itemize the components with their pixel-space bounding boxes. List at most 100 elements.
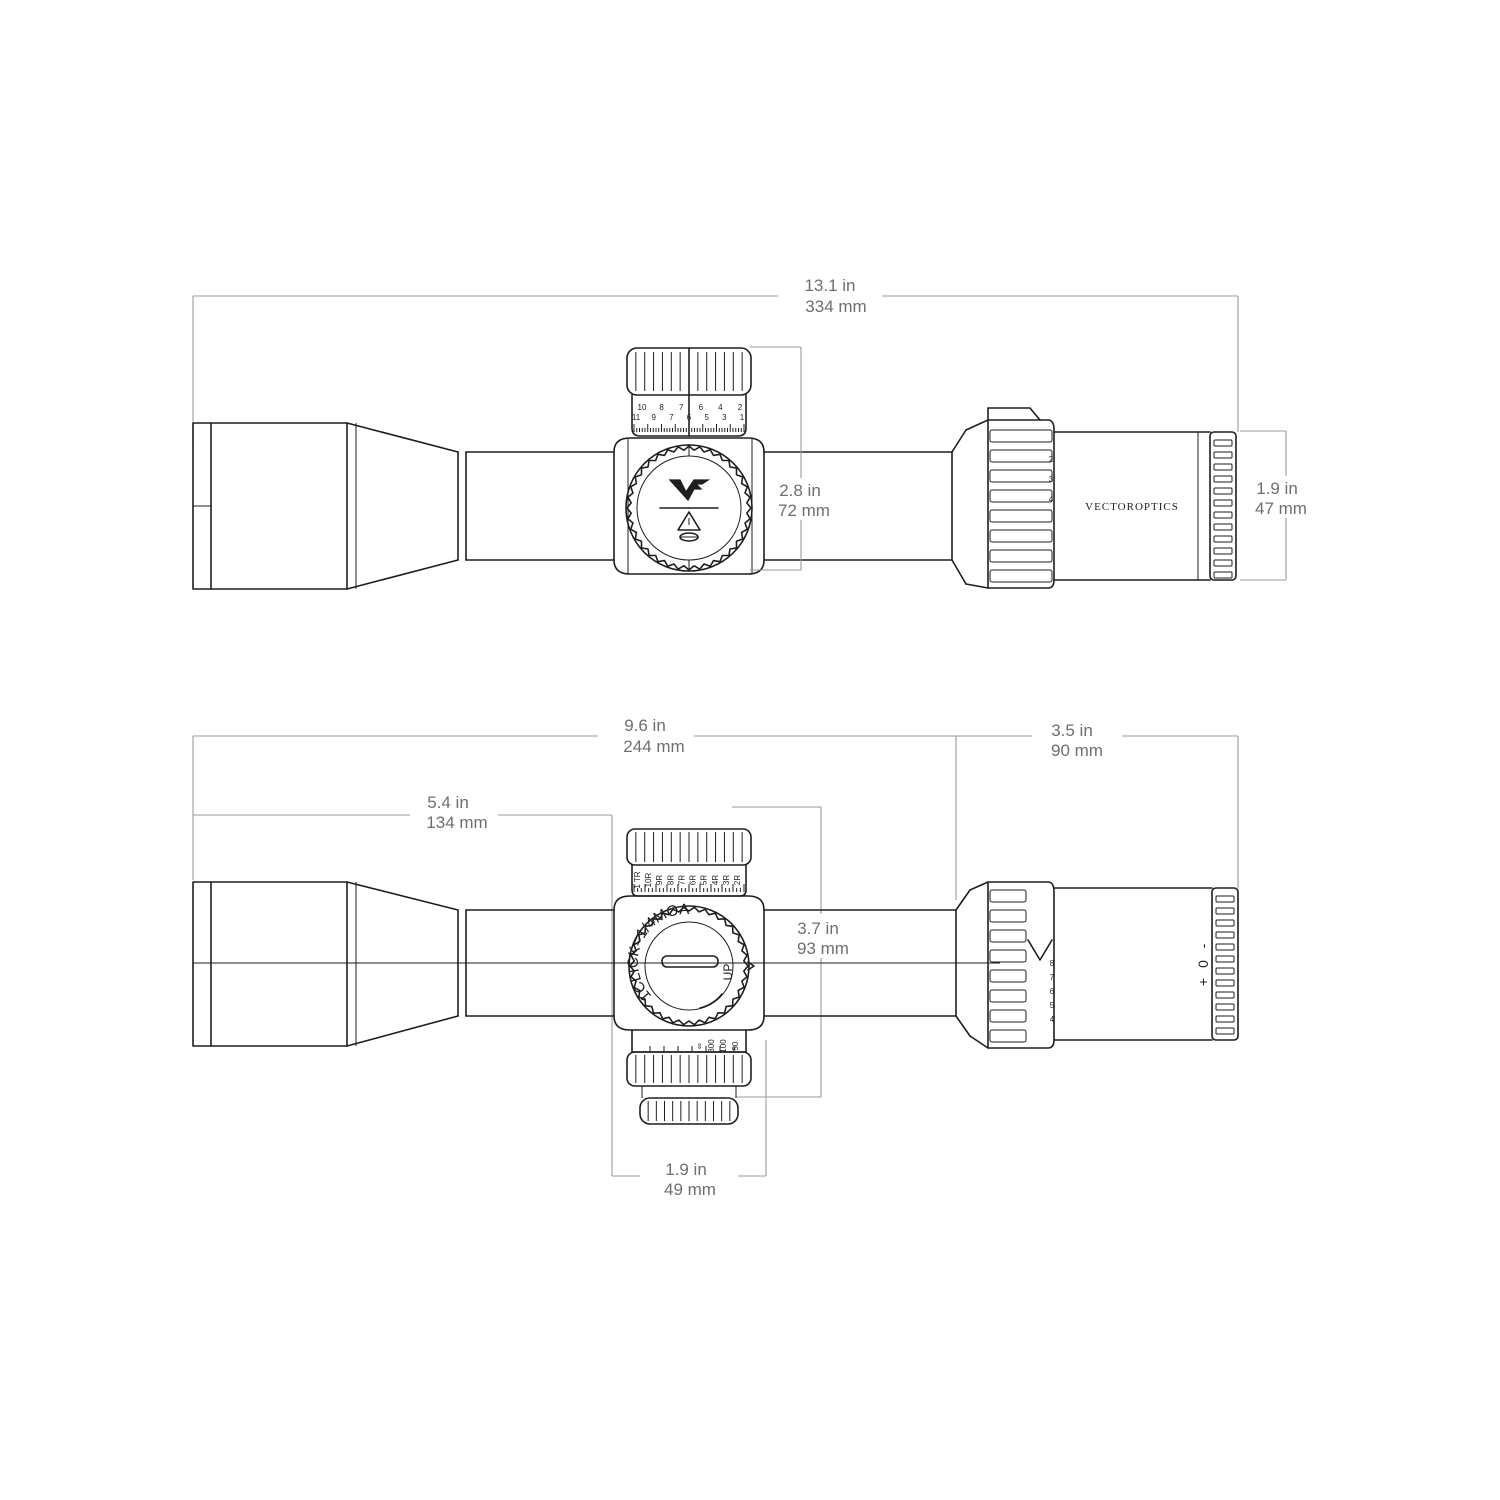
grip-ridge — [1213, 511, 1233, 519]
dim-eyepiece-length-imperial: 3.5 in — [1051, 721, 1093, 740]
grip-ridge — [1213, 547, 1233, 555]
windage-cap-face — [625, 444, 753, 572]
grip-ridge — [989, 989, 1027, 1003]
grip-ridge — [1213, 463, 1233, 471]
grip-ridge — [989, 509, 1053, 523]
grip-ridge — [1215, 943, 1235, 951]
grip-ridge — [989, 529, 1053, 543]
magnification-mark: 4 — [1050, 1015, 1055, 1024]
dim-turret-height-top-metric: 72 mm — [778, 501, 830, 520]
parallax-grip-ridges — [635, 1055, 743, 1083]
magnification-marks: 2 3 4 — [1049, 455, 1054, 504]
dim-overall-length-imperial: 13.1 in — [804, 276, 855, 295]
dim-turret-position-imperial: 5.4 in — [427, 793, 469, 812]
grip-ridge — [1215, 1027, 1235, 1035]
scale-label: 7R — [677, 875, 686, 885]
grip-ridge — [1213, 535, 1233, 543]
scale-label: 4R — [711, 875, 720, 885]
grip-ridge — [989, 889, 1027, 903]
dim-eyepiece-length-metric: 90 mm — [1051, 741, 1103, 760]
turret-scale-ticks — [633, 424, 745, 432]
objective-bell-side — [192, 881, 459, 1047]
eyepiece-top: 2 3 4 VECTOROPTICS — [965, 407, 1237, 589]
grip-ridge — [1213, 571, 1233, 579]
grip-ridge — [1215, 1003, 1235, 1011]
grip-ridge — [1213, 475, 1233, 483]
scale-label: 5 — [704, 413, 709, 422]
magnification-mark: 3 — [1049, 475, 1054, 484]
grip-ridge — [989, 949, 1027, 963]
grip-ridge — [1213, 451, 1233, 459]
dim-turret-width: 1.9 in 49 mm — [612, 1040, 767, 1199]
scale-label: 50 — [731, 1041, 740, 1050]
magnification-mark: 2 — [1049, 455, 1054, 464]
grip-ridge — [1215, 895, 1235, 903]
grip-ridge — [1215, 967, 1235, 975]
magnification-mark: 7 — [1050, 973, 1055, 982]
magnification-mark: 5 — [1050, 1001, 1055, 1010]
dim-turret-height-side-metric: 93 mm — [797, 939, 849, 958]
magnification-ring-ridges-side — [989, 889, 1027, 1043]
scale-label: 5R — [700, 875, 709, 885]
brand-text: VECTOROPTICS — [1085, 501, 1179, 513]
main-tube — [457, 429, 967, 585]
scale-label: 2R — [733, 875, 742, 885]
dim-eyepiece-diameter-metric: 47 mm — [1255, 499, 1307, 518]
dim-tube-length-metric: 244 mm — [623, 737, 684, 756]
side-view: 9.6 in 244 mm 3.5 in 90 mm 5.4 in 134 mm… — [192, 716, 1239, 1199]
scale-label: 7 — [679, 403, 684, 412]
dim-tube-length-imperial: 9.6 in — [624, 716, 666, 735]
dim-turret-position: 5.4 in 134 mm — [193, 793, 613, 1176]
diopter-ridges-side — [1215, 895, 1235, 1035]
parallax-cap-ridges — [647, 1101, 731, 1121]
grip-ridge — [1215, 931, 1235, 939]
dim-turret-width-metric: 49 mm — [664, 1180, 716, 1199]
grip-ridge — [989, 569, 1053, 583]
scale-label: 9 — [651, 413, 656, 422]
scale-label: 6R — [689, 875, 698, 885]
dim-eyepiece-length: 3.5 in 90 mm — [956, 721, 1239, 888]
dim-overall-length-metric: 334 mm — [805, 297, 866, 316]
grip-ridge — [1213, 523, 1233, 531]
grip-ridge — [1213, 439, 1233, 447]
turret-saddle-side — [613, 895, 765, 1031]
scale-label: 8 — [659, 403, 664, 412]
grip-ridge — [989, 549, 1053, 563]
dim-turret-height-top-imperial: 2.8 in — [779, 481, 821, 500]
knob-grip-ridges-side — [635, 832, 743, 862]
grip-ridge — [1215, 955, 1235, 963]
scale-label: 10 — [638, 403, 647, 412]
grip-ridge — [989, 429, 1053, 443]
magnification-ring-ridges — [989, 429, 1053, 583]
grip-ridge — [1213, 559, 1233, 567]
scale-label: 300 — [707, 1039, 716, 1053]
grip-ridge — [989, 969, 1027, 983]
magnification-mark: 8 — [1050, 959, 1055, 968]
turret-saddle — [613, 437, 765, 575]
grip-ridge — [1215, 919, 1235, 927]
scale-label: 9R — [655, 875, 664, 885]
cap-up-label: UP — [721, 964, 735, 981]
grip-ridge — [989, 929, 1027, 943]
dim-tube-length: 9.6 in 244 mm — [192, 716, 957, 900]
magnification-mark: 6 — [1050, 987, 1055, 996]
top-view: 13.1 in 334 mm — [192, 276, 1307, 590]
dim-turret-height-side: 3.7 in 93 mm — [732, 806, 849, 1098]
magnification-mark: 4 — [1049, 495, 1054, 504]
magnification-marks-side: 8 7 6 5 4 — [1050, 959, 1055, 1024]
grip-ridge — [1215, 1015, 1235, 1023]
grip-ridge — [989, 1029, 1027, 1043]
scale-label: 10R — [644, 872, 653, 887]
dim-eyepiece-diameter: 1.9 in 47 mm — [1240, 430, 1307, 581]
dim-turret-position-metric: 134 mm — [426, 813, 487, 832]
grip-ridge — [1215, 979, 1235, 987]
diopter-mark: - — [1195, 943, 1211, 948]
